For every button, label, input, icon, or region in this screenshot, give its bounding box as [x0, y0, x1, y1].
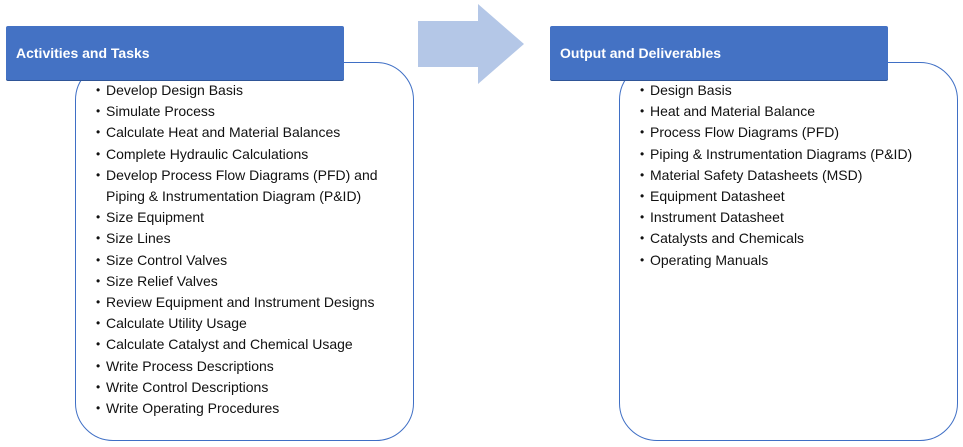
list-item: Material Safety Datasheets (MSD)	[640, 165, 952, 186]
right-arrow-icon	[418, 4, 524, 84]
list-item: Develop Design Basis	[96, 80, 408, 101]
outputs-list: Design Basis Heat and Material Balance P…	[640, 80, 952, 271]
list-item: Calculate Heat and Material Balances	[96, 122, 408, 143]
activities-header: Activities and Tasks	[6, 26, 344, 80]
list-item: Write Operating Procedures	[96, 398, 408, 419]
list-item: Develop Process Flow Diagrams (PFD) andP…	[96, 165, 408, 207]
list-item: Calculate Catalyst and Chemical Usage	[96, 334, 408, 355]
list-item: Simulate Process	[96, 101, 408, 122]
list-item: Catalysts and Chemicals	[640, 228, 952, 249]
list-item: Process Flow Diagrams (PFD)	[640, 122, 952, 143]
list-item: Size Lines	[96, 228, 408, 249]
list-item: Size Control Valves	[96, 250, 408, 271]
list-item: Equipment Datasheet	[640, 186, 952, 207]
list-item: Size Relief Valves	[96, 271, 408, 292]
list-item-line: Develop Process Flow Diagrams (PFD) and	[106, 166, 378, 183]
list-item: Complete Hydraulic Calculations	[96, 144, 408, 165]
list-item: Design Basis	[640, 80, 952, 101]
list-item-line: Piping & Instrumentation Diagram (P&ID)	[106, 188, 362, 205]
outputs-header: Output and Deliverables	[550, 26, 888, 80]
list-item: Review Equipment and Instrument Designs	[96, 292, 408, 313]
list-item: Size Equipment	[96, 207, 408, 228]
list-item: Heat and Material Balance	[640, 101, 952, 122]
list-item: Write Process Descriptions	[96, 356, 408, 377]
list-item: Calculate Utility Usage	[96, 313, 408, 334]
list-item: Operating Manuals	[640, 250, 952, 271]
list-item: Instrument Datasheet	[640, 207, 952, 228]
list-item: Piping & Instrumentation Diagrams (P&ID)	[640, 144, 952, 165]
activities-list: Develop Design Basis Simulate Process Ca…	[96, 80, 408, 419]
list-item: Write Control Descriptions	[96, 377, 408, 398]
